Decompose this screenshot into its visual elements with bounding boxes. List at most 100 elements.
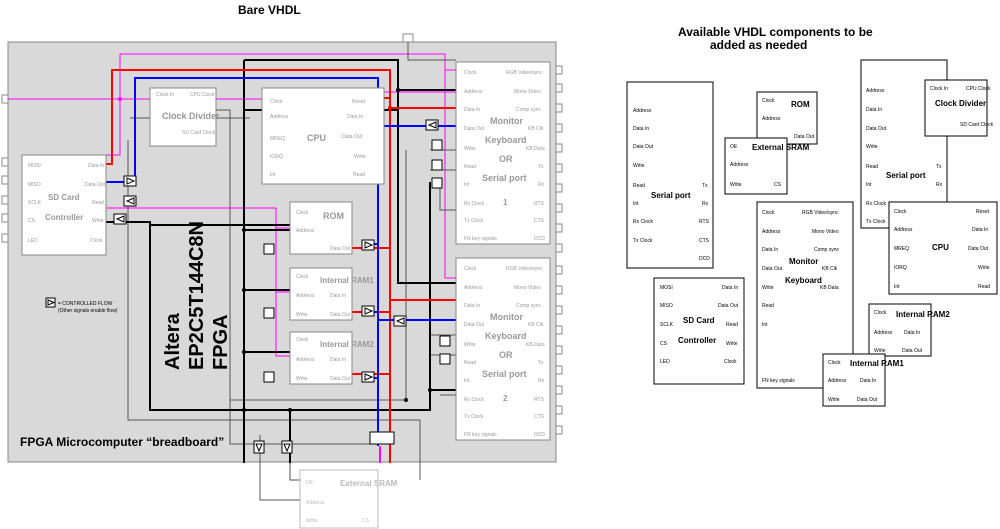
svg-text:MREQ: MREQ bbox=[894, 246, 909, 252]
svg-text:Write: Write bbox=[296, 312, 308, 318]
svg-text:Read: Read bbox=[633, 183, 645, 189]
right-title-line1: Available VHDL components to be bbox=[678, 25, 873, 39]
svg-text:IORQ: IORQ bbox=[894, 265, 907, 271]
svg-text:Clock: Clock bbox=[296, 210, 309, 216]
svg-text:CTS: CTS bbox=[534, 414, 545, 420]
svg-text:Clock: Clock bbox=[762, 98, 775, 104]
sd-card-block: MOSI MISO SCLK CS LED Data In Data Out R… bbox=[21, 154, 107, 256]
svg-text:Data In: Data In bbox=[464, 107, 480, 113]
svg-text:Write: Write bbox=[464, 146, 476, 152]
svg-text:Comp sync: Comp sync bbox=[814, 247, 840, 253]
svg-text:Clock: Clock bbox=[724, 359, 737, 365]
svg-text:Monitor: Monitor bbox=[490, 116, 523, 126]
svg-text:DCD: DCD bbox=[534, 236, 545, 242]
svg-text:Read: Read bbox=[464, 360, 476, 366]
svg-text:KB Clk: KB Clk bbox=[528, 126, 544, 132]
io-block-1: Clock Address Data In Data Out Write Rea… bbox=[455, 61, 551, 245]
svg-text:MISO: MISO bbox=[28, 182, 41, 188]
svg-text:Clock: Clock bbox=[464, 70, 477, 76]
svg-text:Read: Read bbox=[726, 322, 738, 328]
svg-text:Write: Write bbox=[978, 265, 990, 271]
svg-text:Internal RAM2: Internal RAM2 bbox=[320, 340, 374, 349]
svg-text:Data In: Data In bbox=[860, 378, 876, 384]
rom-block: Clock Address Data Out ROM bbox=[289, 201, 353, 255]
svg-text:Data In: Data In bbox=[722, 285, 738, 291]
svg-text:CPU Clock: CPU Clock bbox=[966, 86, 991, 92]
svg-text:1: 1 bbox=[503, 198, 508, 207]
avail-ram2: Clock Address Write Data In Data Out Int… bbox=[868, 303, 950, 357]
svg-text:CTS: CTS bbox=[699, 238, 710, 244]
svg-text:Mono Video: Mono Video bbox=[812, 229, 839, 235]
svg-text:Data Out: Data Out bbox=[633, 144, 654, 150]
svg-text:Write: Write bbox=[730, 182, 742, 188]
svg-text:Data Out: Data Out bbox=[464, 322, 485, 328]
svg-text:Data Out: Data Out bbox=[330, 376, 351, 382]
svg-text:Data Out: Data Out bbox=[866, 126, 887, 132]
svg-text:External SRAM: External SRAM bbox=[752, 143, 810, 152]
svg-text:Tx: Tx bbox=[538, 164, 544, 170]
cpu-block: Clock Address MREQ IORQ Int Reset Data I… bbox=[261, 87, 385, 185]
svg-text:Clock: Clock bbox=[828, 360, 841, 366]
svg-text:CS: CS bbox=[28, 218, 36, 224]
svg-text:Tx: Tx bbox=[702, 183, 708, 189]
svg-text:Write: Write bbox=[866, 144, 878, 150]
svg-text:KB Data: KB Data bbox=[820, 285, 839, 291]
avail-serial-port: Address Data In Data Out Write Read Int … bbox=[626, 81, 714, 269]
svg-text:Int: Int bbox=[894, 284, 900, 290]
svg-text:Address: Address bbox=[828, 378, 847, 384]
svg-text:Rx Clock: Rx Clock bbox=[464, 397, 485, 403]
svg-text:Rx: Rx bbox=[936, 182, 943, 188]
svg-text:FN key signals: FN key signals bbox=[464, 236, 497, 242]
svg-text:Write: Write bbox=[828, 397, 840, 403]
io-block-2: Clock Address Data In Data Out Write Rea… bbox=[455, 257, 551, 441]
svg-text:Clock: Clock bbox=[762, 210, 775, 216]
svg-text:Serial port: Serial port bbox=[651, 191, 691, 200]
svg-text:Rx: Rx bbox=[538, 378, 545, 384]
svg-text:Int: Int bbox=[464, 182, 470, 188]
svg-text:SD Card: SD Card bbox=[683, 316, 715, 325]
cd-cpu-clock: CPU Clock bbox=[190, 92, 215, 98]
avail-clock-divider: Clock In CPU Clock SD Card Clock Clock D… bbox=[924, 79, 994, 137]
svg-text:Serial port: Serial port bbox=[886, 171, 926, 180]
svg-text:Clock: Clock bbox=[270, 99, 283, 105]
svg-text:Read: Read bbox=[866, 164, 878, 170]
right-title-line2: added as needed bbox=[710, 38, 807, 52]
legend-line2: (Other signals enable flow) bbox=[58, 308, 118, 314]
svg-text:ROM: ROM bbox=[791, 100, 810, 109]
svg-text:Address: Address bbox=[270, 114, 289, 120]
svg-text:Write: Write bbox=[726, 341, 738, 347]
svg-text:Write: Write bbox=[874, 348, 886, 354]
svg-text:Tx: Tx bbox=[538, 360, 544, 366]
svg-text:2: 2 bbox=[503, 394, 508, 403]
svg-text:Address: Address bbox=[762, 116, 781, 122]
chip-line3: FPGA bbox=[210, 314, 232, 370]
svg-text:Read: Read bbox=[762, 303, 774, 309]
svg-text:RTS: RTS bbox=[534, 201, 545, 207]
svg-text:Data Out: Data Out bbox=[330, 312, 351, 318]
avail-cpu: Clock Address MREQ IORQ Int Reset Data I… bbox=[888, 201, 998, 295]
svg-text:Data Out: Data Out bbox=[902, 348, 923, 354]
svg-text:Data In: Data In bbox=[972, 227, 988, 233]
svg-text:Int: Int bbox=[270, 172, 276, 178]
svg-text:External SRAM: External SRAM bbox=[340, 479, 398, 488]
svg-text:RGB Video/sync: RGB Video/sync bbox=[506, 266, 543, 272]
ram1-block: Clock Address Write Data In Data Out Int… bbox=[289, 267, 374, 321]
svg-text:Clock: Clock bbox=[90, 238, 103, 244]
ram2-block: Clock Address Write Data In Data Out Int… bbox=[289, 331, 374, 385]
svg-text:Clock: Clock bbox=[296, 337, 309, 343]
svg-text:Data Out: Data Out bbox=[968, 246, 989, 252]
svg-text:Rx Clock: Rx Clock bbox=[464, 201, 485, 207]
svg-text:Int: Int bbox=[866, 182, 872, 188]
svg-text:CS: CS bbox=[362, 518, 370, 524]
svg-text:Clock: Clock bbox=[874, 310, 887, 316]
svg-text:SCLK: SCLK bbox=[660, 322, 674, 328]
chip-line1: Altera bbox=[162, 312, 184, 370]
svg-text:Write: Write bbox=[354, 154, 366, 160]
svg-text:FN key signals: FN key signals bbox=[464, 432, 497, 438]
svg-text:Address: Address bbox=[306, 500, 325, 506]
svg-text:Read: Read bbox=[464, 164, 476, 170]
svg-text:Serial port: Serial port bbox=[482, 369, 527, 379]
chip-label: Altera EP2C5T144C8N FPGA bbox=[162, 221, 232, 370]
svg-text:KB Data: KB Data bbox=[526, 146, 545, 152]
left-title: Bare VHDL bbox=[238, 3, 301, 17]
